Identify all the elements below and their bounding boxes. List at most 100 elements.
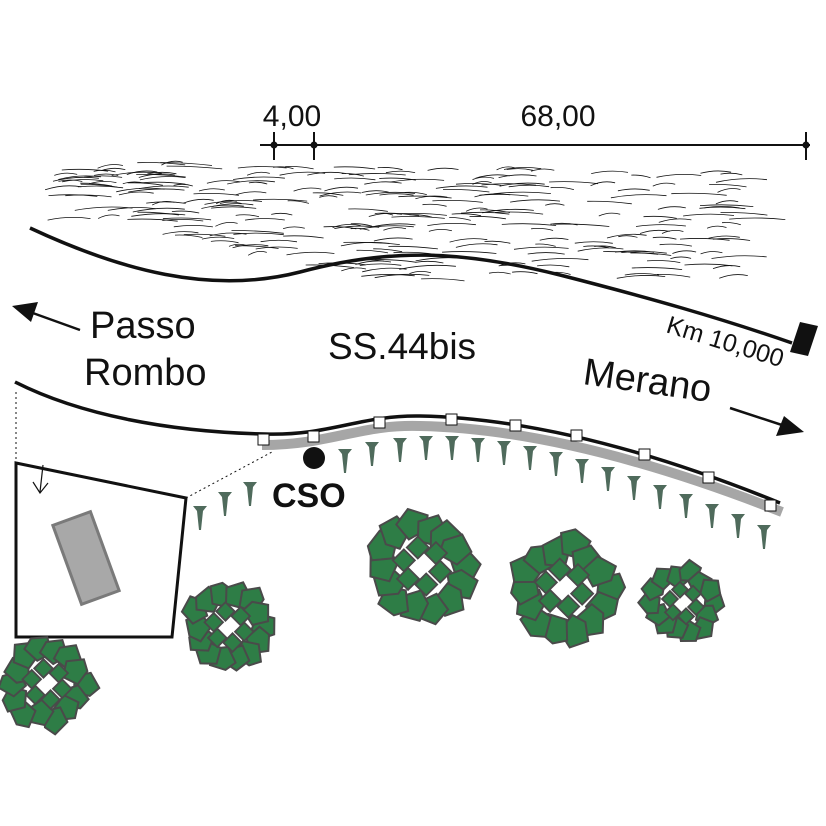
water-stroke xyxy=(204,200,263,205)
water-stroke xyxy=(356,249,389,254)
water-stroke xyxy=(652,182,676,187)
plant-spike xyxy=(471,438,485,462)
road-lower-edge xyxy=(14,380,781,505)
plant-spike xyxy=(338,449,352,473)
water-stroke xyxy=(219,201,242,204)
water-stroke xyxy=(712,238,751,241)
water-stroke xyxy=(252,198,308,202)
guard-barrier xyxy=(261,420,784,517)
water-stroke xyxy=(550,187,575,190)
water-stroke xyxy=(319,195,338,198)
bush xyxy=(509,528,627,649)
water-stroke xyxy=(47,217,91,221)
water-stroke xyxy=(246,171,270,176)
water-stroke xyxy=(237,166,287,169)
water-stroke xyxy=(206,180,240,184)
water-stroke xyxy=(127,218,178,222)
road-name-label: SS.44bis xyxy=(328,326,476,367)
water-stroke xyxy=(421,278,465,282)
water-stroke xyxy=(513,246,569,250)
water-stroke xyxy=(348,208,388,212)
plant-spike xyxy=(523,446,537,470)
water-stroke xyxy=(428,228,453,232)
plant-spike xyxy=(653,485,667,509)
water-stroke xyxy=(709,184,747,188)
water-stroke xyxy=(379,177,416,181)
water-stroke xyxy=(631,174,651,179)
water-stroke xyxy=(501,223,557,226)
water-stroke xyxy=(235,191,267,196)
water-stroke xyxy=(271,212,293,216)
water-stroke xyxy=(415,260,444,264)
water-stroke xyxy=(370,223,416,228)
water-stroke xyxy=(162,231,199,235)
building-plot xyxy=(14,392,273,639)
plant-spike xyxy=(445,436,459,460)
water-stroke xyxy=(334,177,376,181)
direction-left-line2: Rombo xyxy=(84,352,207,394)
barrier-post xyxy=(764,499,777,512)
water-stroke xyxy=(679,238,730,241)
water-stroke xyxy=(531,258,589,262)
plant-spike xyxy=(193,506,207,530)
plant-spike xyxy=(393,438,407,462)
barrier-post xyxy=(570,429,583,442)
water-stroke xyxy=(717,188,741,193)
water-stroke xyxy=(659,243,692,247)
water-stroke xyxy=(656,173,702,178)
water-stroke xyxy=(362,267,407,273)
water-stroke xyxy=(128,188,185,193)
water-stroke xyxy=(427,167,459,171)
water-stroke xyxy=(574,241,613,244)
water-stroke xyxy=(235,245,279,249)
water-stroke xyxy=(62,179,104,183)
arrow-left-icon xyxy=(12,302,81,332)
water-stroke xyxy=(385,170,416,174)
water-stroke xyxy=(670,256,692,259)
water-stroke xyxy=(530,168,555,172)
water-stroke xyxy=(341,173,364,177)
water-stroke xyxy=(52,176,99,182)
water-stroke xyxy=(549,181,599,185)
water-stroke xyxy=(719,274,748,279)
water-stroke xyxy=(482,208,534,214)
water-stroke xyxy=(590,181,616,187)
water-stroke xyxy=(656,273,691,278)
water-stroke xyxy=(594,245,617,249)
water-stroke xyxy=(171,210,200,214)
dimension-line xyxy=(260,132,810,160)
water-stroke xyxy=(131,213,186,217)
barrier-post xyxy=(702,471,715,484)
water-stroke xyxy=(606,233,647,239)
water-stroke xyxy=(361,274,415,277)
water-stroke xyxy=(312,192,344,196)
water-stroke xyxy=(404,191,427,195)
water-stroke xyxy=(201,236,235,240)
direction-right-label: Merano xyxy=(581,351,714,411)
water-stroke xyxy=(126,170,158,175)
water-stroke xyxy=(283,235,324,239)
kilometre-marker-post xyxy=(790,322,818,356)
water-stroke xyxy=(598,212,621,217)
water-stroke xyxy=(247,251,267,256)
water-stroke xyxy=(671,192,727,196)
water-stroke xyxy=(166,165,223,170)
water-stroke xyxy=(712,265,741,269)
water-stroke xyxy=(469,216,506,220)
water-stroke xyxy=(174,234,203,238)
bush xyxy=(637,558,726,643)
building-roof xyxy=(50,509,122,607)
water-stroke xyxy=(138,173,175,178)
water-stroke xyxy=(427,223,476,226)
water-stroke xyxy=(373,237,413,242)
water-stroke xyxy=(658,218,692,223)
water-stroke xyxy=(379,193,414,196)
water-stroke xyxy=(587,200,632,205)
water-stroke xyxy=(58,179,83,182)
water-stroke xyxy=(711,255,767,259)
water-stroke xyxy=(248,181,268,185)
water-stroke xyxy=(84,175,123,178)
water-stroke xyxy=(286,251,335,256)
barrier-posts xyxy=(257,413,777,512)
